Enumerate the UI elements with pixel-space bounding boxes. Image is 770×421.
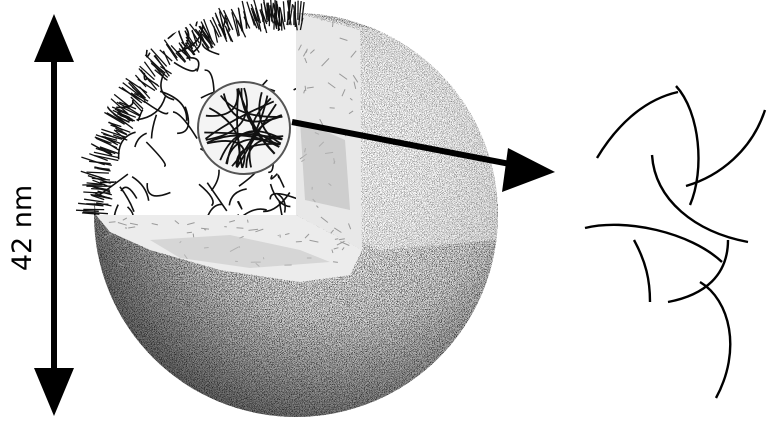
nanoparticle-sphere [76,0,502,420]
polymer-chain-detail [585,86,765,398]
double-arrow-icon [34,14,74,416]
cutaway-section [92,0,362,282]
dimension-label: 42 nm [7,185,38,271]
core-sphere [198,82,290,174]
